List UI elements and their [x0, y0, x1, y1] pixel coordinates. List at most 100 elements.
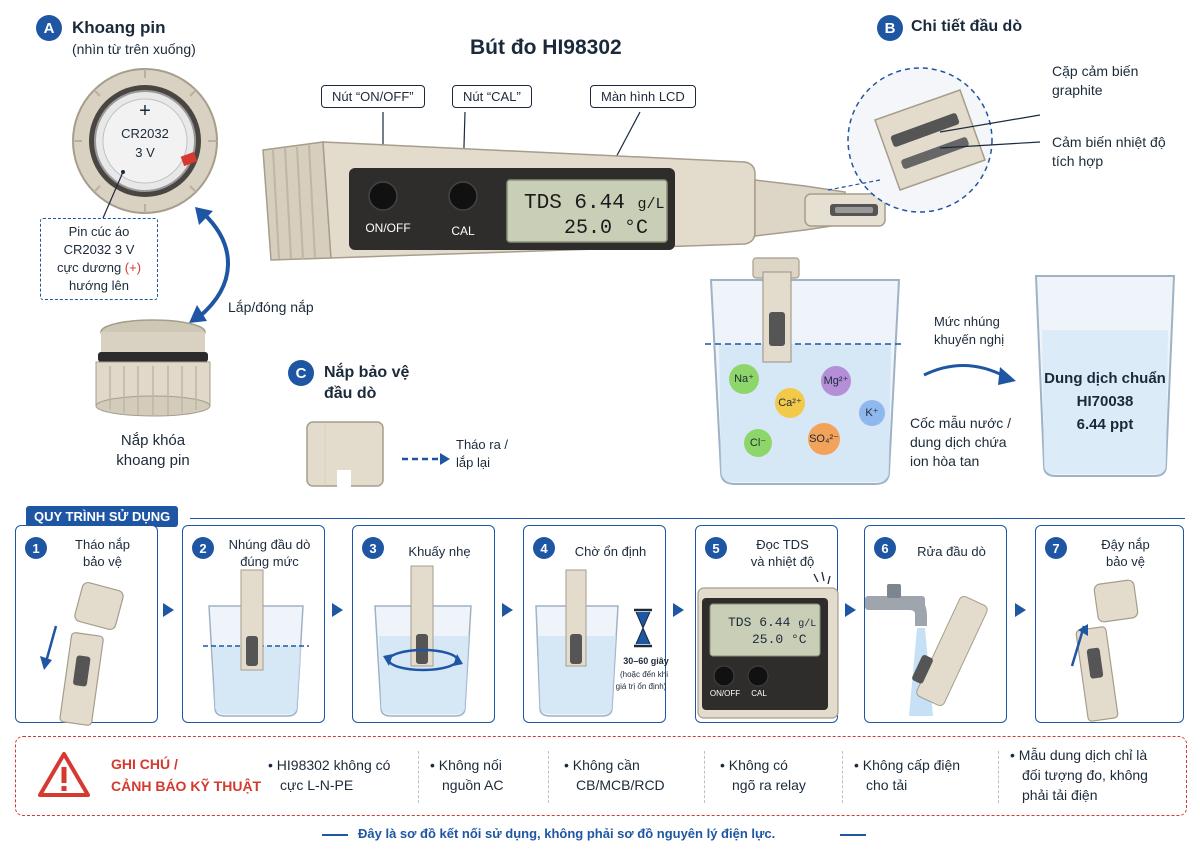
immersion-level-label-2: khuyến nghị	[934, 332, 1005, 347]
step-arrow-5	[845, 603, 856, 617]
section-b-title: Chi tiết đầu dò	[911, 18, 1023, 35]
graphite-label-1: Cặp cảm biến	[1052, 63, 1139, 79]
step-6-card: 6 Rửa đầu dò	[864, 525, 1007, 723]
note-separator-2	[548, 751, 549, 803]
cal-callout: Nút “CAL”	[452, 85, 532, 108]
section-c-title-1: Nắp bảo vệ	[324, 364, 410, 381]
step-arrow-3	[502, 603, 513, 617]
step-2-number: 2	[192, 537, 214, 559]
battery-note-line-4: hướng lên	[69, 278, 129, 293]
step-5-number: 5	[705, 537, 727, 559]
battery-plus-sign: +	[139, 100, 151, 122]
step-1-number: 1	[25, 537, 47, 559]
step-1-illustration	[40, 581, 124, 726]
step-7-illustration	[1070, 579, 1139, 722]
standard-solution-beaker	[1034, 275, 1176, 477]
probe-cap-illustration	[306, 421, 384, 488]
probe-cap-action-1: Tháo ra /	[456, 437, 509, 452]
pen-illustration	[262, 111, 886, 279]
step-6-title: Rửa đầu dò	[917, 544, 986, 559]
step-4-illustration	[535, 569, 652, 717]
step-6-illustration	[865, 584, 988, 716]
section-a-title: Khoang pin	[72, 18, 166, 37]
section-b-badge: B	[877, 15, 903, 41]
step-4-title: Chờ ổn định	[574, 544, 647, 559]
graphite-label-2: graphite	[1052, 82, 1103, 98]
step-4-number: 4	[533, 537, 555, 559]
pen-lcd-line-1: TDS 6.44 g/L	[524, 192, 665, 215]
step-5-cal-label: CAL	[751, 689, 767, 698]
diagram-title: Bút đo HI98302	[470, 36, 622, 59]
battery-leader-line	[102, 170, 125, 219]
step-3-card: 3 Khuấy nhẹ	[352, 525, 495, 723]
warning-icon	[38, 752, 90, 797]
probe-cap-action-2: lắp lại	[456, 455, 490, 470]
note-separator-1	[418, 751, 419, 803]
section-c-title-2: đầu dò	[324, 385, 377, 402]
battery-note-box: Pin cúc áo CR2032 3 V cực dương (+) hướn…	[40, 218, 158, 300]
onoff-callout: Nút “ON/OFF”	[321, 85, 425, 108]
note-separator-3	[704, 751, 705, 803]
step-6-number: 6	[874, 537, 896, 559]
step-5-lcd-line-1: TDS 6.44 g/L	[728, 615, 817, 630]
cap-label-line-2: khoang pin	[116, 452, 190, 469]
standard-label-3: 6.44 ppt	[1076, 416, 1134, 433]
procedure-header: QUY TRÌNH SỬ DỤNG	[26, 506, 179, 527]
polarity-plus: (+)	[124, 260, 142, 275]
note-separator-5	[998, 751, 999, 803]
note-separator-4	[842, 751, 843, 803]
ion-cl: Cl⁻	[749, 437, 767, 449]
sample-label-2: dung dịch chứa	[910, 434, 1007, 450]
procedure-header-rule	[190, 518, 1185, 519]
step-4-card: 4 Chờ ổn định 30–60 giây (hoặc đến khi g…	[523, 525, 669, 723]
ion-circles	[729, 364, 885, 457]
notes-title-2: CẢNH BÁO KỸ THUẬT	[111, 778, 262, 794]
ion-mg: Mg²⁺	[823, 375, 849, 387]
pen-cal-label: CAL	[451, 224, 475, 238]
footer-rule-left	[322, 834, 348, 836]
wait-time-label: 30–60 giây	[623, 656, 669, 666]
section-a-badge: A	[36, 15, 62, 41]
technical-notes-box: GHI CHÚ / CẢNH BÁO KỸ THUẬT • HI98302 kh…	[15, 736, 1187, 816]
step-5-illustration	[697, 571, 839, 719]
step-3-title: Khuấy nhẹ	[408, 544, 471, 559]
probe-cap-arrow	[402, 453, 450, 465]
battery-voltage-label: 3 V	[135, 145, 155, 160]
cap-label-line-1: Nắp khóa	[120, 432, 186, 449]
ion-k: K⁺	[865, 407, 879, 419]
step-2-illustration	[203, 569, 309, 717]
footer-note: Đây là sơ đồ kết nối sử dụng, không phải…	[358, 826, 776, 841]
step-arrow-2	[332, 603, 343, 617]
section-c-badge: C	[288, 360, 314, 386]
section-a-subtitle: (nhìn từ trên xuống)	[72, 41, 196, 57]
ion-ca: Ca²⁺	[778, 397, 802, 409]
notes-title-1: GHI CHÚ /	[111, 756, 178, 772]
step-5-lcd-line-2: 25.0 °C	[752, 632, 807, 647]
battery-model-label: CR2032	[121, 126, 169, 141]
pen-lcd-line-2: 25.0 °C	[564, 217, 649, 240]
step-5-onoff-label: ON/OFF	[709, 689, 741, 698]
probe-detail-illustration	[827, 67, 1041, 213]
cap-attach-arrow	[189, 207, 230, 323]
step-7-number: 7	[1045, 537, 1067, 559]
step-arrow-4	[673, 603, 684, 617]
sample-label-3: ion hòa tan	[910, 453, 980, 469]
ion-so4: SO₄²⁻	[809, 433, 839, 445]
battery-cap-illustration	[95, 319, 211, 417]
faucet-icon	[865, 584, 927, 626]
pen-onoff-label: ON/OFF	[365, 221, 411, 235]
battery-note-line-1: Pin cúc áo	[68, 224, 130, 239]
